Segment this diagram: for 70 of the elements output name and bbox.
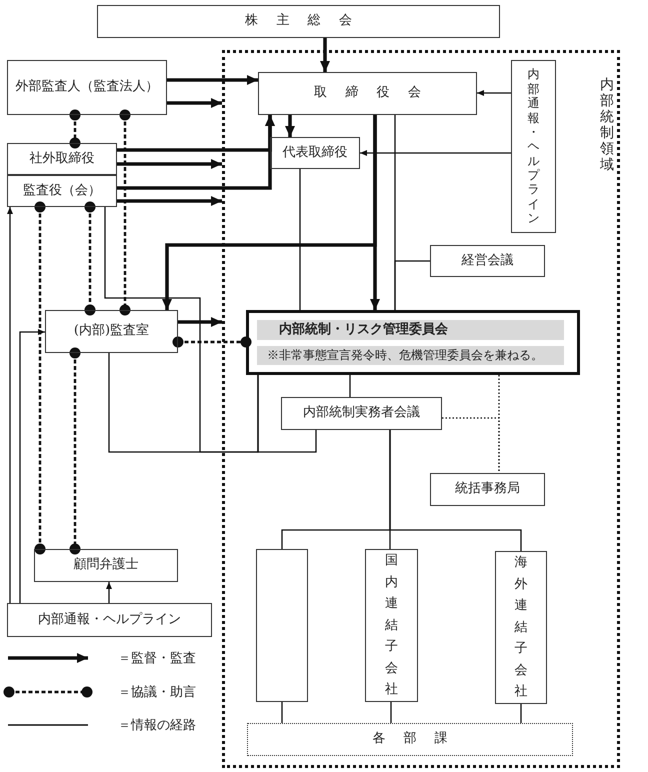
process-box: [7, 143, 117, 175]
connector-line: [299, 169, 301, 310]
double-arrow: [167, 98, 222, 108]
dotted-connector: [84, 202, 96, 316]
node-label: 統括事務局: [455, 481, 520, 498]
connector-line: [108, 353, 259, 453]
node-label: 社外取締役: [30, 150, 94, 168]
arrow: [19, 329, 45, 603]
node-label: (内部)監査室: [74, 323, 150, 340]
dotted-connector: [70, 348, 80, 554]
process-box: [430, 245, 545, 277]
node-label: 経営会議: [462, 252, 514, 270]
process-box: [45, 310, 178, 353]
double-arrow: [178, 317, 222, 327]
connector-line: [390, 702, 392, 723]
process-box: [495, 551, 547, 704]
process-box: [34, 549, 178, 582]
double-arrow: [117, 196, 222, 206]
dotted-box: [247, 723, 573, 756]
process-box: [270, 137, 360, 169]
double-arrow: [117, 115, 275, 190]
connector-line: [520, 704, 522, 723]
process-box: [365, 549, 418, 702]
process-box: [258, 72, 477, 115]
node-label: 内部通報・ヘルプライン: [38, 612, 181, 628]
dotted-connector: [172, 336, 252, 348]
connector-line: [394, 260, 430, 310]
process-box: [7, 603, 212, 637]
process-box: [97, 5, 500, 38]
legend-label: ＝協議・助言: [118, 684, 196, 701]
dotted-region: [222, 50, 620, 768]
double-arrow: [167, 75, 258, 85]
double-arrow: [285, 115, 295, 137]
dotted-connector: [120, 110, 130, 316]
node-label: 国内連結子会社: [384, 552, 399, 700]
connector-line: [389, 430, 522, 551]
arrow: [7, 207, 13, 603]
process-box: [7, 60, 167, 115]
dotted-connector: [34, 202, 46, 554]
process-box: [281, 397, 442, 430]
process-box: [430, 473, 545, 506]
committee-box: [246, 310, 580, 375]
process-box: [511, 60, 556, 233]
arrow: [360, 150, 511, 156]
note-text: ※非常事態宣言発令時、危機管理委員会を兼ねる。: [257, 346, 564, 366]
node-label: 取締役会: [314, 85, 439, 102]
process-box: [7, 175, 117, 207]
node-label: 内部統制実務者会議: [303, 405, 420, 422]
legend-label: ＝監督・監査: [118, 650, 196, 667]
node-label: 内部通報・ヘルプライン: [526, 67, 540, 226]
connector-line: [281, 702, 283, 723]
node-label: 海外連結子会社: [514, 554, 528, 702]
node-label: 代表取締役: [282, 144, 348, 162]
legend-label: ＝情報の経路: [118, 717, 196, 734]
dotted-line: [442, 417, 500, 473]
arrow: [477, 90, 511, 96]
double-arrow: [117, 159, 222, 169]
node-label: 顧問弁護士: [74, 557, 138, 574]
empty-box: [256, 549, 308, 702]
connector-line: [349, 375, 351, 397]
node-label: 各部課: [372, 731, 466, 748]
arrow: [106, 582, 112, 603]
node-label: 株主総会: [245, 13, 370, 30]
double-arrow: [162, 115, 377, 310]
node-label: 監査役（会）: [23, 182, 101, 200]
node-label: 外部監査人（監査法人）: [16, 79, 158, 96]
committee-title: 内部統制・リスク管理委員会: [257, 320, 564, 340]
dotted-connector: [70, 110, 80, 148]
double-arrow: [320, 38, 330, 72]
connector-line: [257, 375, 317, 453]
